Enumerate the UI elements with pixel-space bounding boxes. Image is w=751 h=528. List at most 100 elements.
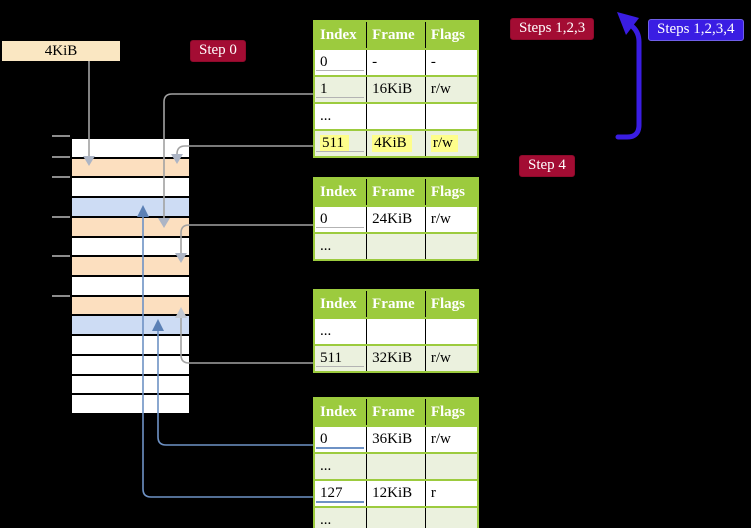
memory-row	[72, 217, 189, 238]
index-cell: 0	[320, 211, 328, 227]
memory-row	[72, 375, 189, 396]
index-underline	[316, 447, 365, 449]
col-header-index: Index	[314, 398, 367, 427]
col-header-index: Index	[314, 290, 367, 319]
index-underline	[316, 97, 365, 98]
flags-cell: r/w	[424, 344, 478, 372]
page-table-2: Index Frame Flags 0 24KiB r/w ...	[313, 177, 479, 261]
index-cell: ...	[314, 452, 367, 480]
col-header-index: Index	[314, 21, 367, 50]
index-underline	[316, 151, 365, 152]
frame-cell: 16KiB	[366, 75, 426, 103]
index-underline	[316, 501, 365, 503]
memory-tick	[52, 156, 70, 158]
index-underline	[316, 70, 365, 71]
frame-cell	[366, 452, 426, 480]
memory-tick	[52, 216, 70, 218]
frame-cell: 24KiB	[366, 205, 426, 233]
index-cell: 0	[320, 431, 328, 447]
step4-label: Step 4	[519, 155, 575, 177]
loop-arrow	[615, 21, 642, 140]
memory-row	[72, 336, 189, 356]
flags-cell	[424, 506, 478, 528]
flags-cell	[424, 317, 478, 345]
table-row: 511 32KiB r/w	[314, 344, 478, 372]
flags-cell	[424, 102, 478, 130]
memory-row	[72, 316, 189, 337]
frame-cell: 36KiB	[366, 425, 426, 453]
index-cell: ...	[314, 506, 367, 528]
memory-tick	[52, 176, 70, 178]
table-row: 0 24KiB r/w	[314, 205, 478, 233]
table-row-highlighted: 511 4KiB r/w	[314, 129, 478, 157]
col-header-flags: Flags	[424, 290, 478, 319]
flags-cell	[424, 452, 478, 480]
arrow-t3r511-to-memory	[180, 318, 313, 364]
steps1234-label: Steps 1,2,3,4	[648, 19, 744, 41]
frame-cell	[366, 506, 426, 528]
col-header-flags: Flags	[424, 21, 478, 50]
flags-cell: r/w	[424, 205, 478, 233]
table-row: ...	[314, 232, 478, 260]
col-header-frame: Frame	[366, 398, 426, 427]
arrow-t1r511-to-memory	[176, 145, 313, 155]
memory-row	[72, 237, 189, 258]
index-underline	[316, 366, 365, 367]
flags-cell: -	[424, 48, 478, 76]
table-row: 0 - -	[314, 48, 478, 76]
index-cell: 127	[320, 485, 343, 501]
flags-cell: r/w	[430, 135, 458, 152]
frame-cell: 12KiB	[366, 479, 426, 507]
flags-cell: r/w	[424, 425, 478, 453]
table-row: ...	[314, 506, 478, 528]
table-row: 0 36KiB r/w	[314, 425, 478, 453]
legend-4kib-box: 4KiB	[2, 41, 120, 61]
memory-row	[72, 158, 189, 179]
col-header-flags: Flags	[424, 398, 478, 427]
table-row: 127 12KiB r	[314, 479, 478, 507]
step0-label: Step 0	[190, 40, 246, 62]
frame-cell: 32KiB	[366, 344, 426, 372]
physical-memory-strip	[70, 137, 191, 415]
col-header-flags: Flags	[424, 178, 478, 207]
memory-tick	[52, 255, 70, 257]
page-table-4: Index Frame Flags 0 36KiB r/w ... 127 12…	[313, 397, 479, 528]
index-cell: ...	[314, 232, 367, 260]
memory-row	[72, 139, 189, 159]
memory-row	[72, 355, 189, 376]
table-row: ...	[314, 317, 478, 345]
frame-cell	[366, 102, 426, 130]
arrowhead-upleft-icon	[617, 12, 639, 35]
flags-cell: r	[424, 479, 478, 507]
table-row: 1 16KiB r/w	[314, 75, 478, 103]
flags-cell: r/w	[424, 75, 478, 103]
flags-cell	[424, 232, 478, 260]
col-header-frame: Frame	[366, 290, 426, 319]
memory-tick	[52, 135, 70, 137]
index-cell: 511	[320, 350, 342, 366]
index-cell: 0	[320, 54, 328, 70]
memory-row	[72, 296, 189, 317]
frame-cell	[366, 232, 426, 260]
memory-row	[72, 178, 189, 199]
index-cell: 1	[320, 81, 328, 97]
frame-cell: -	[366, 48, 426, 76]
index-cell: 511	[320, 135, 349, 152]
col-header-index: Index	[314, 178, 367, 207]
memory-row	[72, 395, 189, 414]
memory-row	[72, 277, 189, 297]
memory-row	[72, 257, 189, 278]
table-row: ...	[314, 102, 478, 130]
col-header-frame: Frame	[366, 21, 426, 50]
frame-cell: 4KiB	[372, 135, 412, 152]
col-header-frame: Frame	[366, 178, 426, 207]
index-cell: ...	[314, 317, 367, 345]
arrow-t2r0-to-memory	[180, 224, 313, 253]
steps123-label: Steps 1,2,3	[510, 18, 595, 40]
page-table-1: Index Frame Flags 0 - - 1 16KiB r/w ... …	[313, 20, 479, 158]
table-row: ...	[314, 452, 478, 480]
memory-row	[72, 198, 189, 218]
index-underline	[316, 227, 365, 228]
page-table-3: Index Frame Flags ... 511 32KiB r/w	[313, 289, 479, 373]
